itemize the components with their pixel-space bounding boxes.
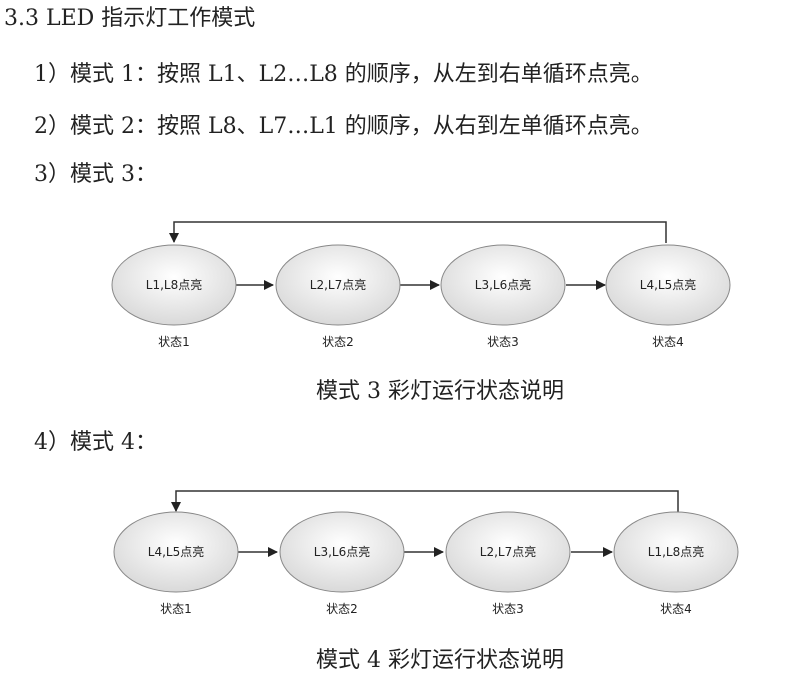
mode-4-node-label-3: L2,L7点亮 — [480, 544, 536, 559]
mode-4-state-label-4: 状态4 — [660, 602, 692, 616]
mode-3-state-2-node — [275, 244, 401, 326]
mode-4-diagram: L4,L5点亮 L3,L6点亮 L2,L7点亮 L1,L8点亮 状态1 状态2 … — [113, 490, 739, 616]
mode-4-state-label-1: 状态1 — [160, 602, 192, 616]
mode-4-state-1-node — [113, 511, 239, 593]
mode-3-state-label-2: 状态2 — [322, 335, 354, 349]
mode-4-caption: 模式 4 彩灯运行状态说明 — [316, 648, 564, 673]
mode-4-loop-arrow — [171, 490, 679, 512]
mode-4-label: 4）模式 4： — [34, 430, 157, 455]
mode-4-node-label-1: L4,L5点亮 — [148, 544, 204, 559]
mode-2-description: 2）模式 2：按照 L8、L7…L1 的顺序，从右到左单循环点亮。 — [34, 114, 653, 139]
mode-3-label: 3）模式 3： — [34, 162, 157, 187]
mode-4-state-2-node — [279, 511, 405, 593]
mode-3-state-3-node — [440, 244, 566, 326]
mode-4-state-label-2: 状态2 — [326, 602, 358, 616]
section-heading: 3.3 LED 指示灯工作模式 — [4, 6, 256, 31]
mode-3-state-label-4: 状态4 — [652, 335, 684, 349]
mode-3-node-label-3: L3,L6点亮 — [475, 277, 531, 292]
mode-3-loop-arrow — [169, 221, 667, 243]
mode-1-description: 1）模式 1：按照 L1、L2…L8 的顺序，从左到右单循环点亮。 — [34, 62, 653, 87]
mode-4-state-4-node — [613, 511, 739, 593]
mode-4-state-label-3: 状态3 — [492, 602, 524, 616]
mode-3-node-label-1: L1,L8点亮 — [146, 277, 202, 292]
mode-4-state-3-node — [445, 511, 571, 593]
mode-3-caption: 模式 3 彩灯运行状态说明 — [316, 379, 564, 404]
mode-4-node-label-2: L3,L6点亮 — [314, 544, 370, 559]
mode-3-state-4-node — [605, 244, 731, 326]
mode-4-node-label-4: L1,L8点亮 — [648, 544, 704, 559]
mode-3-state-label-3: 状态3 — [487, 335, 519, 349]
mode-3-node-label-2: L2,L7点亮 — [310, 277, 366, 292]
mode-3-state-label-1: 状态1 — [158, 335, 190, 349]
mode-3-diagram: L1,L8点亮 L2,L7点亮 L3,L6点亮 L4,L5点亮 状态1 状态2 … — [111, 221, 731, 349]
mode-3-state-1-node — [111, 244, 237, 326]
mode-3-node-label-4: L4,L5点亮 — [640, 277, 696, 292]
